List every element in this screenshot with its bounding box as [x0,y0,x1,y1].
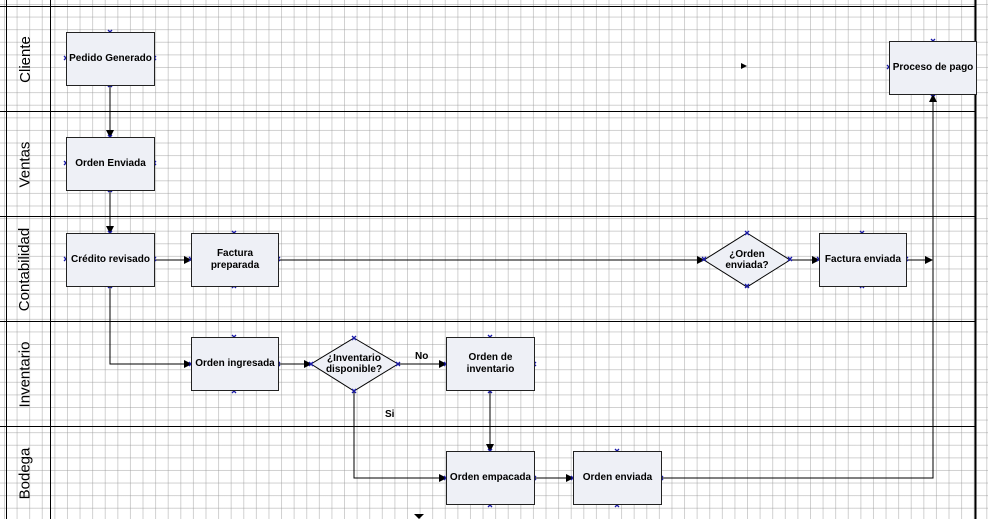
stray-arrowhead [741,63,747,69]
edge-label-no: No [415,351,429,362]
node-pedido-generado[interactable]: Pedido Generado [66,32,155,86]
node-orden-enviada-bodega[interactable]: Orden enviada [573,451,662,505]
lane-label-inventario: Inventario [16,341,34,407]
lane-label-cliente: Cliente [16,35,34,83]
diamond-orden-enviada[interactable] [703,232,791,288]
diamond-orden-enviada-label: ¿Orden enviada? [725,249,769,271]
edge-credito-to-orden-ingresada [109,286,192,368]
lane-label-ventas: Ventas [16,141,34,187]
bottom-arrowhead [414,514,424,519]
diamond-inventario-label: ¿Inventario disponible? [325,353,383,375]
edge-label-si: Si [385,409,395,420]
node-orden-de-inventario[interactable]: Orden de inventario [446,337,535,391]
edge-enviada-to-pago [661,94,937,479]
node-orden-empacada[interactable]: Orden empacada [446,451,535,505]
node-orden-enviada-ventas[interactable]: Orden Enviada [66,137,155,191]
node-credito-revisado[interactable]: Crédito revisado [66,233,155,287]
flow-connectors [106,63,937,519]
node-factura-enviada[interactable]: Factura enviada [819,233,907,287]
node-orden-ingresada[interactable]: Orden ingresada [191,337,279,391]
lane-label-contabilidad: Contabilidad [16,227,34,311]
lane-label-bodega: Bodega [16,447,34,499]
node-factura-preparada[interactable]: Factura preparada [191,233,279,287]
edge-si-branch [353,392,447,482]
node-proceso-de-pago[interactable]: Proceso de pago [889,41,977,95]
